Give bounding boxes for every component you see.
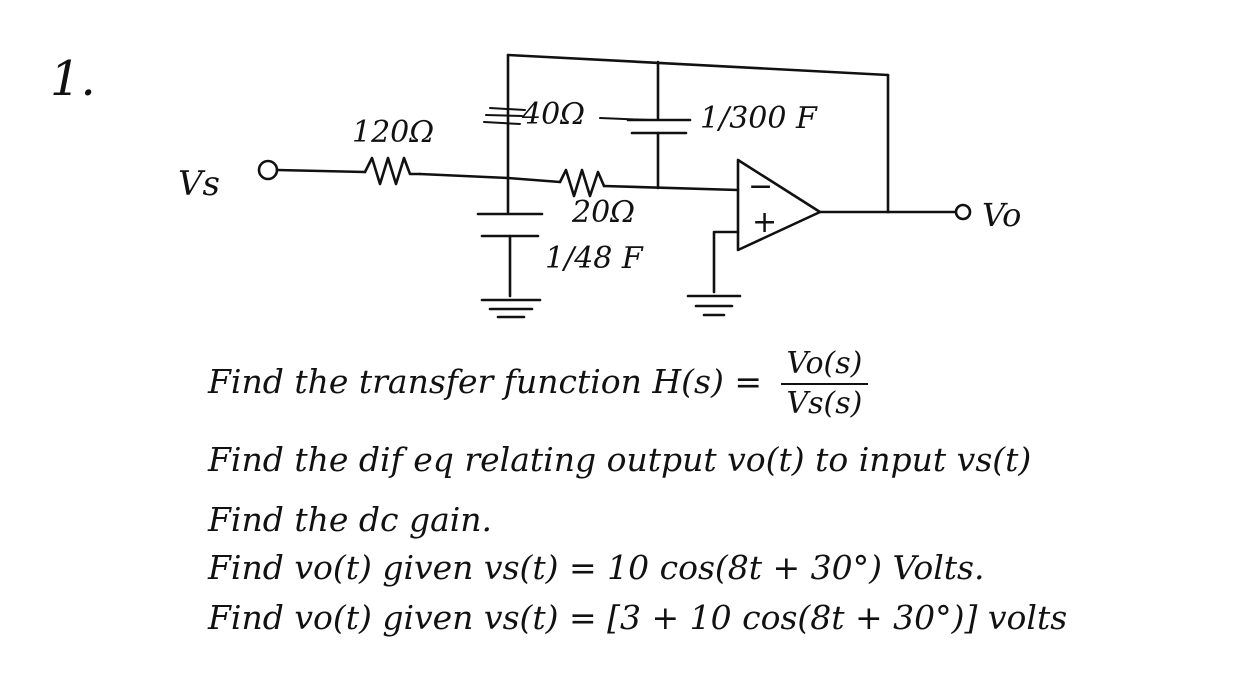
ground-left-icon (480, 298, 542, 319)
input-wire (275, 168, 367, 174)
noninv-ground-wire (712, 230, 740, 294)
ground-right-icon (686, 294, 742, 317)
resistor-20 (558, 168, 606, 198)
wire-node-to-r20 (506, 176, 562, 184)
top-feedback-wire (506, 53, 890, 77)
resistor-120 (363, 156, 422, 186)
op-amp (736, 158, 822, 252)
question-4: Find vo(t) given vs(t) = 10 cos(8t + 30°… (208, 548, 985, 587)
opamp-minus: − (748, 169, 773, 204)
question-1: Find the transfer function H(s) = Vo(s) … (208, 345, 869, 423)
opamp-plus: + (752, 205, 777, 240)
question-1-text: Find the transfer function H(s) = (208, 362, 762, 401)
label-r40: 40Ω (521, 97, 585, 132)
label-r120: 120Ω (352, 115, 434, 150)
output-label: Vo (982, 196, 1021, 234)
problem-number: 1. (50, 51, 96, 107)
transfer-numerator: Vo(s) (780, 345, 869, 385)
capacitor-48 (476, 212, 544, 238)
transfer-denominator: Vs(s) (786, 386, 863, 421)
label-c300: 1/300 F (700, 101, 818, 136)
transfer-fraction: Vo(s) Vs(s) (780, 345, 869, 423)
question-2: Find the dif eq relating output vo(t) to… (208, 440, 1032, 479)
source-label: Vs (178, 164, 220, 204)
wire-to-node (418, 172, 510, 180)
output-terminal (954, 203, 972, 221)
question-5: Find vo(t) given vs(t) = [3 + 10 cos(8t … (208, 598, 1068, 637)
label-c48: 1/48 F (545, 241, 644, 276)
wire-to-inverting (602, 184, 740, 192)
resistor-40 (483, 107, 526, 125)
source-terminal (257, 159, 279, 181)
capacitor-300 (626, 118, 692, 135)
question-3: Find the dc gain. (208, 500, 493, 539)
label-r20: 20Ω (571, 195, 635, 230)
